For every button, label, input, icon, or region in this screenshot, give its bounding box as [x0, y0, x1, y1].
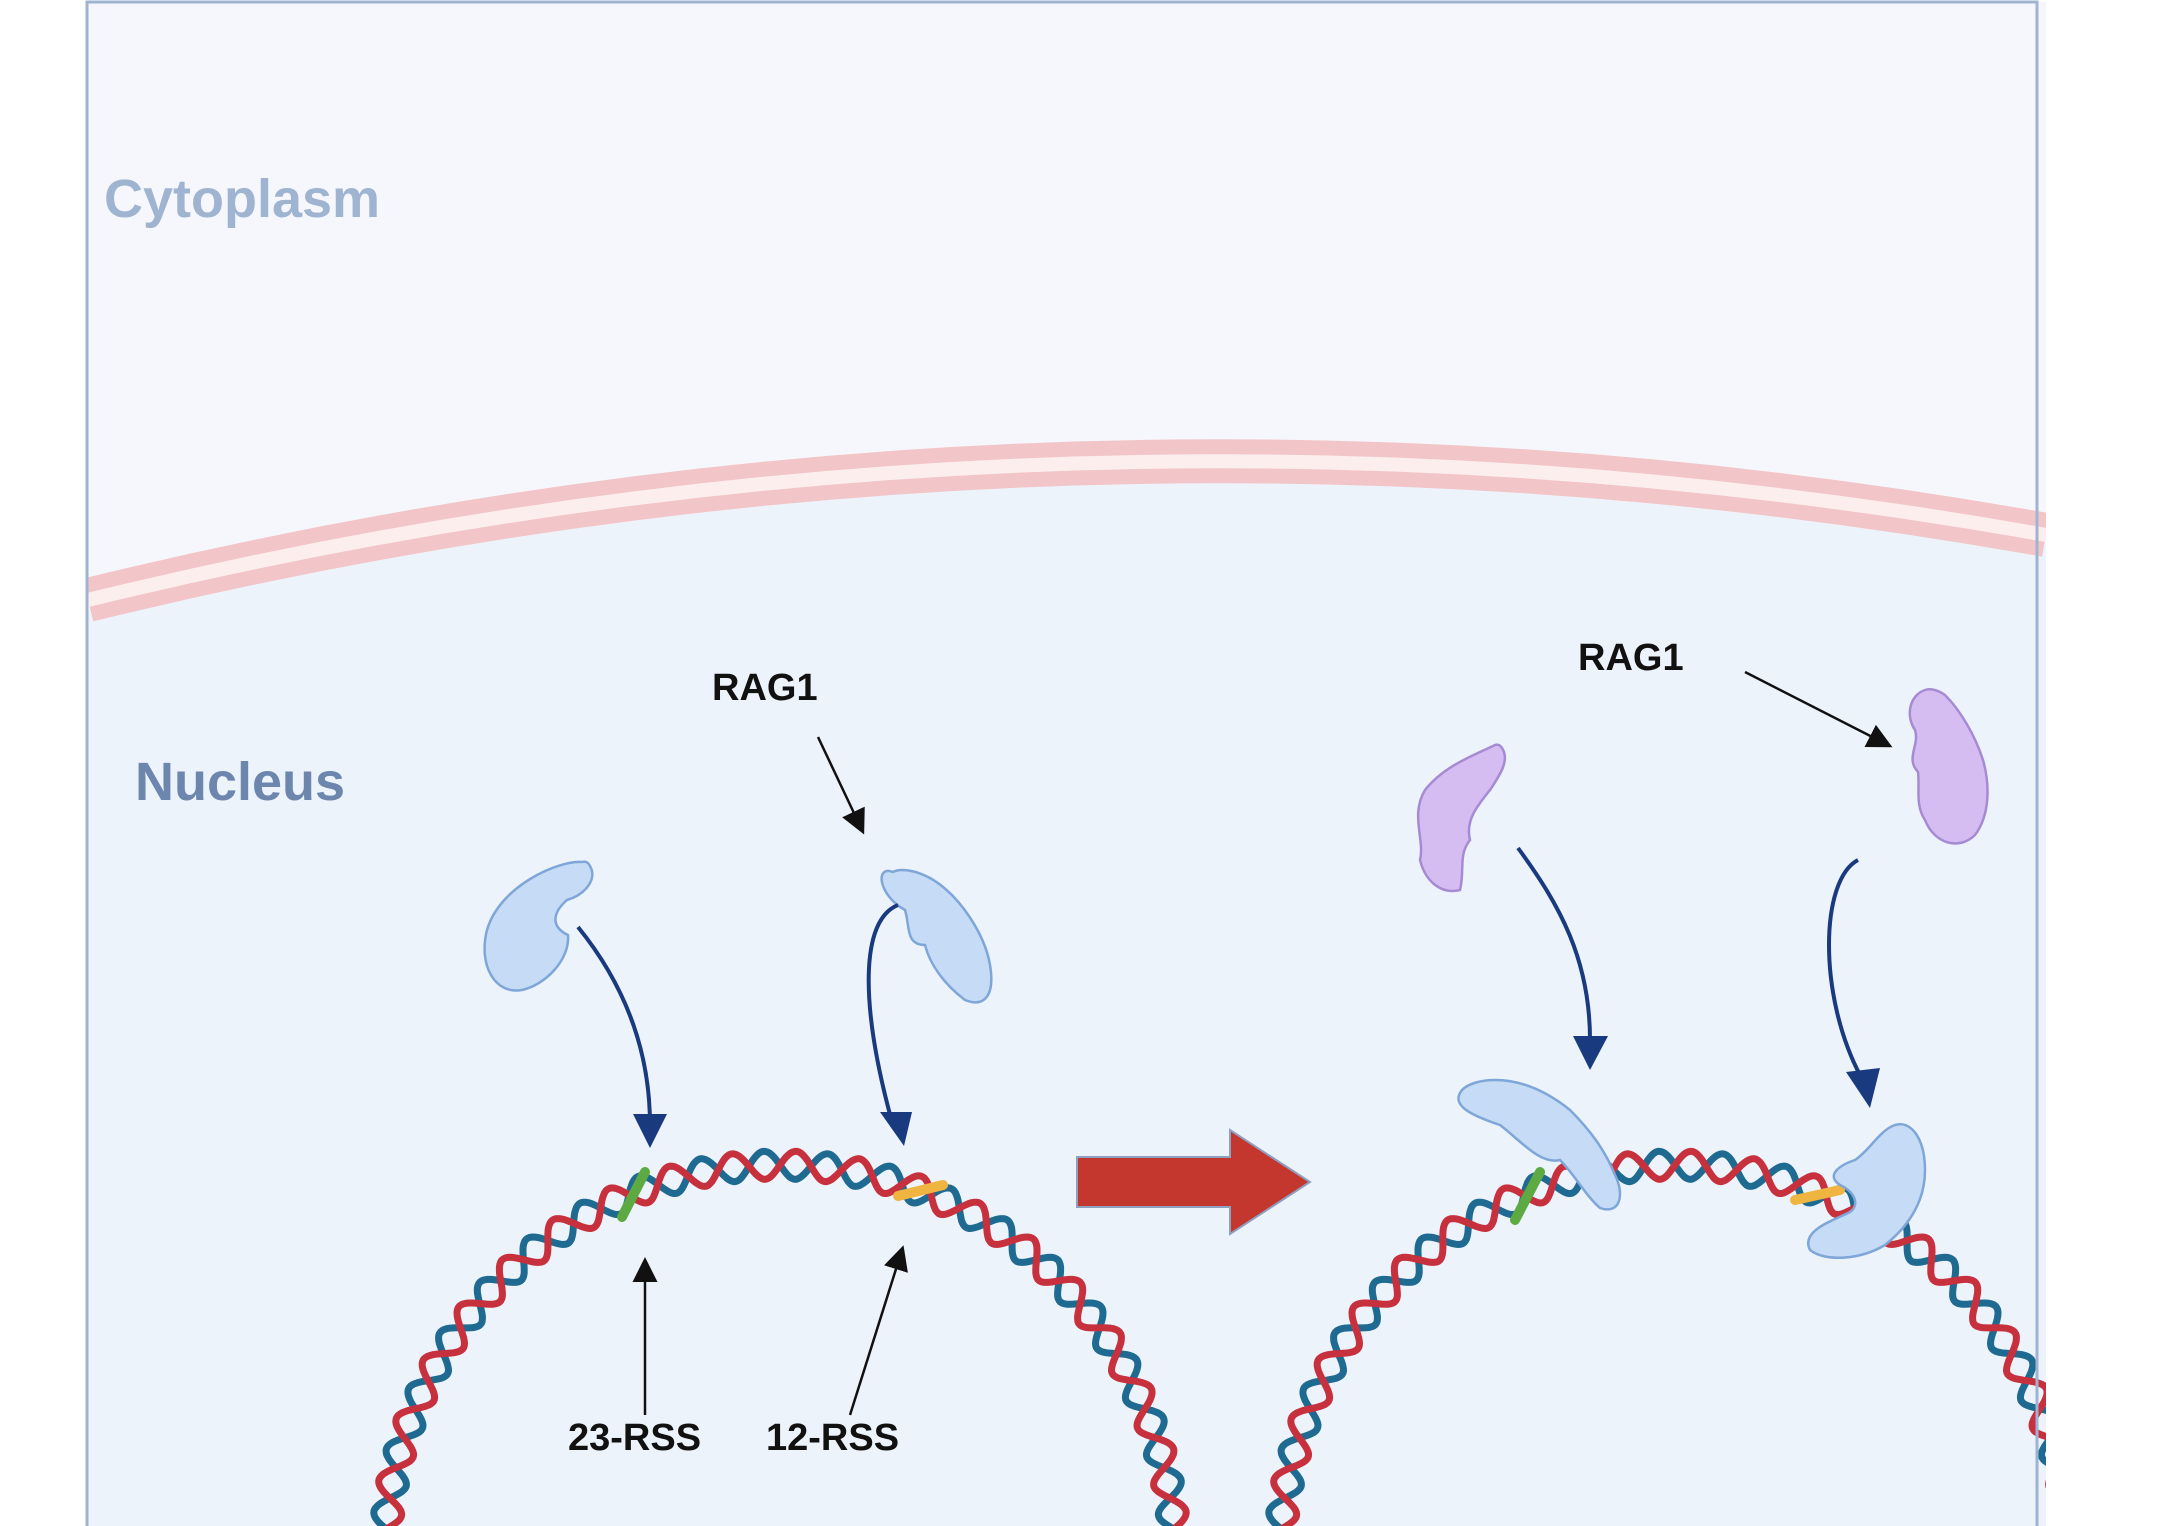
- rag-protein-blue-icon: [1457, 1078, 1622, 1211]
- nuclear-membrane: [88, 439, 2046, 622]
- rss12-pointer-arrow: [848, 1245, 908, 1416]
- rss23-segment: [1510, 1167, 1545, 1225]
- cytoplasm-label: Cytoplasm: [104, 169, 380, 229]
- rag-protein-blue-icon: [483, 860, 594, 992]
- cell-frame: [85, 0, 2039, 1526]
- rag1-label: RAG1: [1578, 637, 1684, 679]
- rag1-pointer-arrow: [1744, 670, 1893, 748]
- rag-protein-purple-icon: [1416, 743, 1507, 893]
- dna-double-helix-icon: [370, 1147, 1190, 1526]
- nucleus-label: Nucleus: [135, 752, 345, 812]
- rss23-label: 23-RSS: [568, 1417, 701, 1459]
- binding-arrow: [576, 925, 667, 1148]
- right-arrow-icon: [1076, 1128, 1312, 1236]
- rag1-pointer-arrow: [816, 736, 865, 835]
- binding-arrow: [1516, 846, 1608, 1070]
- rag-protein-purple-icon: [1908, 687, 1989, 845]
- rss12-label: 12-RSS: [766, 1417, 899, 1459]
- rag-protein-blue-icon: [1807, 1123, 1927, 1259]
- rag1-label: RAG1: [712, 667, 818, 709]
- binding-arrow: [866, 903, 912, 1146]
- rss12-segment: [893, 1180, 948, 1201]
- rss12-segment: [1790, 1185, 1845, 1205]
- nucleus-region: [88, 471, 2046, 1526]
- rss23-segment: [617, 1167, 650, 1222]
- binding-arrow: [1827, 858, 1880, 1108]
- dna-double-helix-icon: [1265, 1147, 2046, 1526]
- rag-protein-blue-icon: [880, 868, 993, 1004]
